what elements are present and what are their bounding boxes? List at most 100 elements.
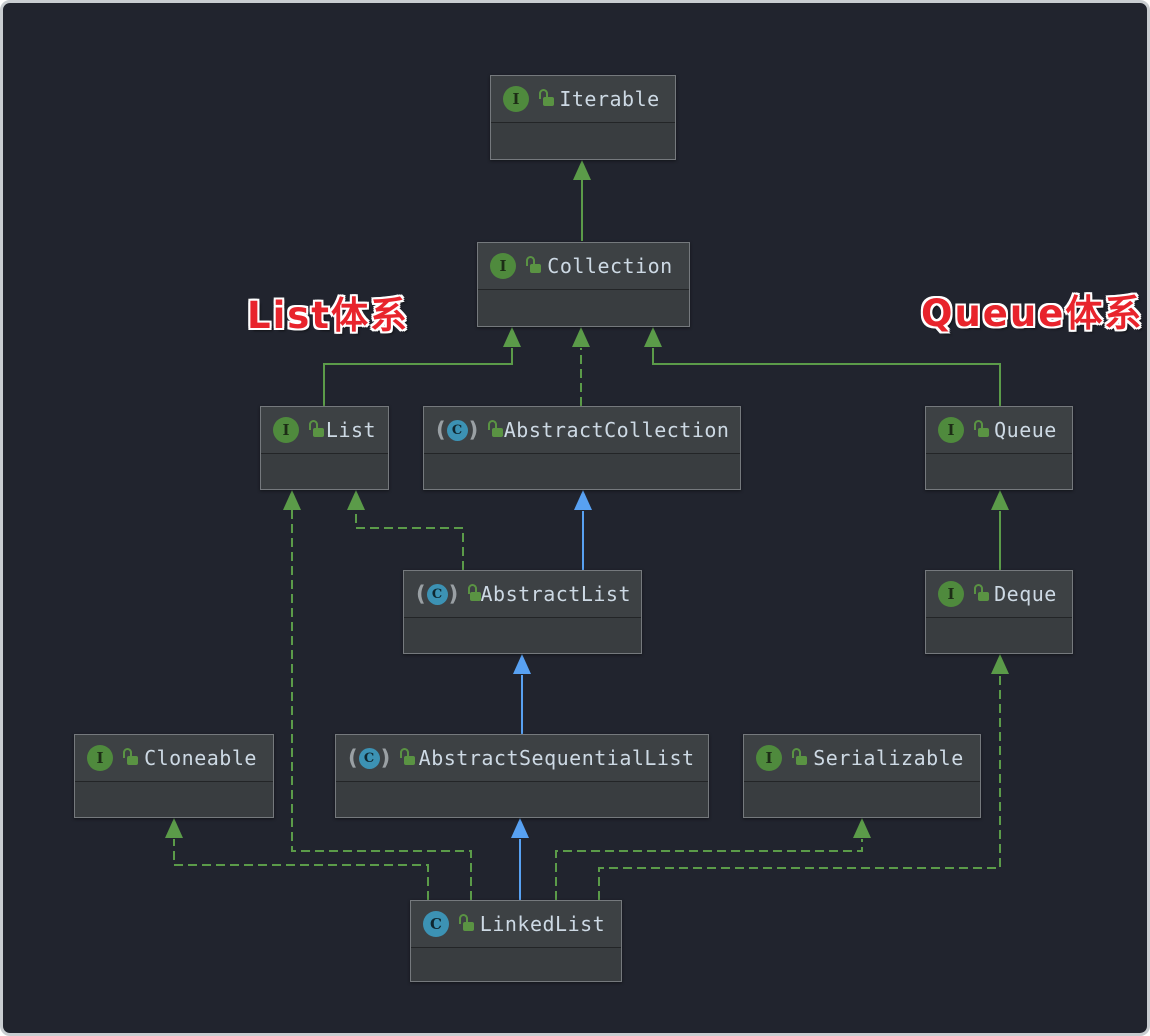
class-name-label: Queue bbox=[994, 418, 1057, 442]
node-members-compartment bbox=[404, 618, 641, 653]
node-members-compartment bbox=[75, 782, 273, 817]
interface-icon: I bbox=[273, 417, 299, 443]
class-node-abstract-collection[interactable]: C AbstractCollection bbox=[423, 406, 741, 490]
interface-badge: I bbox=[273, 417, 299, 443]
class-name-label: List bbox=[325, 418, 377, 442]
node-members-compartment bbox=[478, 290, 689, 326]
node-members-compartment bbox=[411, 948, 621, 981]
class-name-label: Iterable bbox=[559, 87, 660, 111]
class-node-serializable[interactable]: I Serializable bbox=[743, 734, 981, 818]
arrowhead-linkedlist-implements-deque bbox=[991, 654, 1009, 674]
interface-badge: I bbox=[756, 745, 782, 771]
open-lock-icon bbox=[526, 255, 541, 273]
class-badge: C bbox=[423, 911, 449, 937]
node-members-compartment bbox=[336, 782, 708, 817]
arrowhead-abstractlist-implements-list bbox=[347, 490, 365, 510]
node-title-bar: C AbstractSequentialList bbox=[336, 735, 708, 782]
class-name-label: Cloneable bbox=[144, 746, 257, 770]
open-lock-icon bbox=[974, 419, 989, 437]
node-members-compartment bbox=[744, 782, 980, 817]
edge-abstractlist-implements-list bbox=[355, 509, 464, 570]
class-node-abstract-list[interactable]: C AbstractList bbox=[403, 570, 642, 654]
interface-icon: I bbox=[490, 253, 516, 279]
node-members-compartment bbox=[926, 454, 1072, 489]
class-name-label: AbstractList bbox=[480, 582, 631, 606]
class-name-label: Deque bbox=[994, 582, 1057, 606]
class-node-linked-list[interactable]: C LinkedList bbox=[410, 900, 622, 982]
node-members-compartment bbox=[926, 618, 1072, 653]
interface-icon: I bbox=[756, 745, 782, 771]
arrowhead-abstractcollection-implements-collection bbox=[572, 327, 590, 347]
open-lock-icon bbox=[400, 747, 416, 765]
open-lock-icon bbox=[468, 583, 481, 601]
node-members-compartment bbox=[424, 454, 740, 489]
interface-badge: I bbox=[87, 745, 113, 771]
class-icon: C bbox=[423, 911, 449, 937]
class-node-list[interactable]: I List bbox=[260, 406, 389, 490]
class-node-abstract-sequential-list[interactable]: C AbstractSequentialList bbox=[335, 734, 709, 818]
interface-icon: I bbox=[938, 581, 964, 607]
arrowhead-linkedlist-implements-serializable bbox=[853, 818, 871, 838]
class-node-collection[interactable]: I Collection bbox=[477, 242, 690, 327]
edge-linkedlist-implements-cloneable bbox=[173, 839, 429, 900]
open-lock-icon bbox=[792, 747, 807, 765]
arrowhead-linkedlist-extends-abstractsequentiallist bbox=[511, 818, 529, 838]
edge-linkedlist-implements-serializable bbox=[555, 839, 863, 900]
annotation-list-hierarchy: List体系 bbox=[247, 294, 409, 337]
interface-icon: I bbox=[503, 86, 529, 112]
edge-linkedlist-implements-list bbox=[291, 509, 472, 900]
class-badge: C bbox=[358, 747, 380, 769]
class-name-label: Collection bbox=[547, 254, 673, 278]
node-members-compartment bbox=[261, 454, 388, 489]
open-lock-icon bbox=[123, 747, 138, 765]
interface-badge: I bbox=[490, 253, 516, 279]
arrowhead-collection-extends-iterable bbox=[573, 160, 591, 180]
edges-layer bbox=[165, 160, 1009, 900]
class-badge: C bbox=[426, 583, 448, 605]
node-title-bar: I Iterable bbox=[491, 76, 675, 123]
open-lock-icon bbox=[309, 419, 324, 437]
arrowhead-queue-extends-collection bbox=[644, 327, 662, 347]
class-name-label: Serializable bbox=[813, 746, 964, 770]
class-badge: C bbox=[446, 419, 468, 441]
node-title-bar: I Collection bbox=[478, 243, 689, 290]
class-node-cloneable[interactable]: I Cloneable bbox=[74, 734, 274, 818]
arrowhead-list-extends-collection bbox=[503, 327, 521, 347]
node-members-compartment bbox=[491, 123, 675, 159]
class-node-queue[interactable]: I Queue bbox=[925, 406, 1073, 490]
node-title-bar: C LinkedList bbox=[411, 901, 621, 948]
class-name-label: LinkedList bbox=[479, 912, 606, 936]
node-title-bar: I Cloneable bbox=[75, 735, 273, 782]
interface-icon: I bbox=[87, 745, 113, 771]
node-title-bar: I Serializable bbox=[744, 735, 980, 782]
edge-linkedlist-implements-deque bbox=[598, 675, 1001, 900]
abstract-class-icon: C bbox=[416, 582, 458, 606]
open-lock-icon bbox=[459, 913, 474, 931]
class-node-iterable[interactable]: I Iterable bbox=[490, 75, 676, 160]
node-title-bar: C AbstractList bbox=[404, 571, 641, 618]
class-node-deque[interactable]: I Deque bbox=[925, 570, 1073, 654]
node-title-bar: C AbstractCollection bbox=[424, 407, 740, 454]
annotation-queue-hierarchy: Queue体系 bbox=[921, 292, 1144, 335]
interface-badge: I bbox=[938, 581, 964, 607]
abstract-class-icon: C bbox=[436, 418, 478, 442]
interface-badge: I bbox=[503, 86, 529, 112]
arrowhead-linkedlist-implements-list bbox=[283, 490, 301, 510]
abstract-class-icon: C bbox=[348, 746, 390, 770]
edge-queue-extends-collection bbox=[652, 348, 1001, 406]
interface-icon: I bbox=[938, 417, 964, 443]
interface-badge: I bbox=[938, 417, 964, 443]
arrowhead-deque-extends-queue bbox=[991, 490, 1009, 510]
class-name-label: AbstractSequentialList bbox=[418, 746, 695, 770]
arrowhead-linkedlist-implements-cloneable bbox=[165, 818, 183, 838]
arrowhead-abstractsequentiallist-extends-abstractlist bbox=[513, 654, 531, 674]
node-title-bar: I Queue bbox=[926, 407, 1072, 454]
node-title-bar: I Deque bbox=[926, 571, 1072, 618]
node-title-bar: I List bbox=[261, 407, 388, 454]
open-lock-icon bbox=[488, 419, 504, 437]
open-lock-icon bbox=[539, 88, 554, 106]
open-lock-icon bbox=[974, 583, 989, 601]
class-name-label: AbstractCollection bbox=[503, 418, 730, 442]
edge-list-extends-collection bbox=[323, 348, 513, 406]
